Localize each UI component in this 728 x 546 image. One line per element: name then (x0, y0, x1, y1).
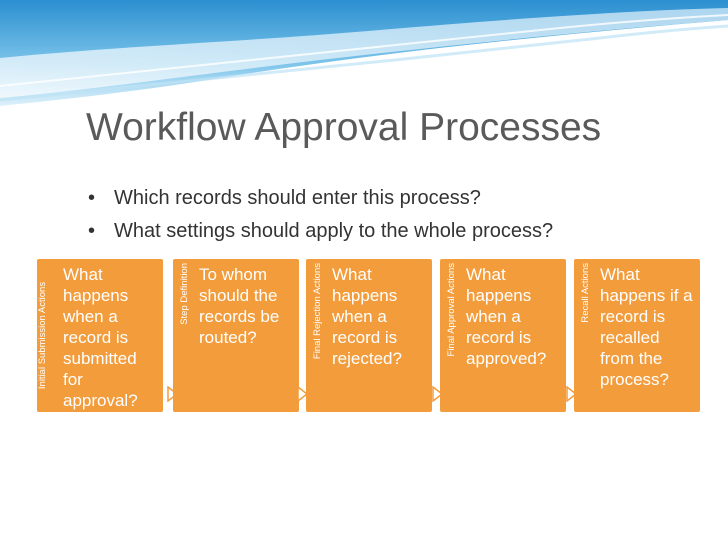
process-step-initial-submission: Initial Submission Actions What happens … (37, 259, 163, 412)
bullet-text: Which records should enter this process? (114, 187, 481, 209)
process-step-recall: Recall Actions What happens if a record … (574, 259, 700, 412)
bullet-dot-icon: • (88, 220, 96, 242)
bullet-item: • Which records should enter this process… (86, 182, 553, 215)
process-step-final-approval: Final Approval Actions What happens when… (440, 259, 566, 412)
step-label: Final Approval Actions (446, 263, 457, 357)
bullet-item: • What settings should apply to the whole… (86, 215, 553, 248)
step-question: What happens when a record is submitted … (63, 265, 138, 410)
step-question: What happens if a record is recalled fro… (600, 265, 693, 389)
process-step-final-rejection: Final Rejection Actions What happens whe… (306, 259, 432, 412)
bullet-text: What settings should apply to the whole … (114, 220, 554, 242)
chevron-right-icon (432, 386, 444, 402)
step-label: Final Rejection Actions (312, 263, 323, 360)
step-label: Initial Submission Actions (37, 281, 48, 390)
step-label: Step Definition (179, 263, 190, 325)
header-wave-decoration (0, 0, 728, 106)
step-question: To whom should the records be routed? (199, 265, 280, 347)
bullet-dot-icon: • (88, 187, 96, 209)
bullet-list: • Which records should enter this process… (86, 182, 553, 248)
step-question: What happens when a record is approved? (466, 265, 547, 368)
process-step-definition: Step Definition To whom should the recor… (173, 259, 299, 412)
chevron-right-icon (297, 386, 309, 402)
slide-title: Workflow Approval Processes (86, 106, 602, 149)
chevron-right-icon (167, 386, 179, 402)
step-question: What happens when a record is rejected? (332, 265, 402, 368)
chevron-right-icon (566, 386, 578, 402)
step-label: Recall Actions (580, 263, 591, 323)
